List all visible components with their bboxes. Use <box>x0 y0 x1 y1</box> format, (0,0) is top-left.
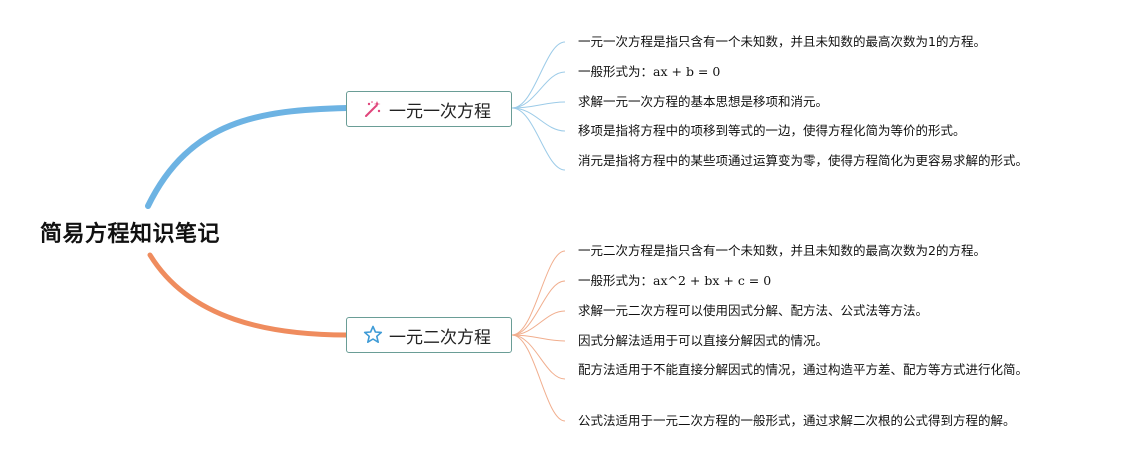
root-connector-1 <box>145 105 350 209</box>
leaf-topic[interactable]: 求解一元二次方程可以使用因式分解、配方法、公式法等方法。 <box>578 303 929 318</box>
leaf-topic[interactable]: 一元二次方程是指只含有一个未知数，并且未知数的最高次数为2的方程。 <box>578 243 986 258</box>
leaf-topic[interactable]: 因式分解法适用于可以直接分解因式的情况。 <box>578 333 829 348</box>
equation-text: ax^2 + bx + c = 0 <box>653 273 772 288</box>
leaf-connector <box>511 334 566 422</box>
branch-topic-quadratic-equation[interactable]: 一元二次方程 <box>346 317 512 353</box>
equation-text: ax + b = 0 <box>653 64 721 79</box>
leaf-connector <box>511 334 566 342</box>
leaf-connector <box>511 310 566 336</box>
branch-topic-linear-equation[interactable]: 一元一次方程 <box>346 91 512 127</box>
leaf-prefix: 一般形式为： <box>578 273 654 288</box>
branch-topic-label: 一元一次方程 <box>389 101 491 122</box>
leaf-prefix: 一般形式为： <box>578 64 654 79</box>
leaf-topic[interactable]: 一般形式为：ax^2 + bx + c = 0 <box>578 272 1068 290</box>
leaf-connector <box>511 280 566 336</box>
leaf-connector <box>511 41 566 109</box>
leaf-topic[interactable]: 公式法适用于一元二次方程的一般形式，通过求解二次根的公式得到方程的解。 <box>578 413 1016 428</box>
leaf-topic[interactable]: 消元是指将方程中的某些项通过运算变为零，使得方程简化为更容易求解的形式。 <box>578 153 1029 168</box>
leaf-connector <box>511 107 566 132</box>
magic-wand-icon <box>363 99 383 119</box>
leaf-connector <box>511 107 566 171</box>
branch-1-leaf-connectors <box>511 41 566 171</box>
leaf-topic[interactable]: 一般形式为：ax + b = 0 <box>578 63 1068 81</box>
leaf-connector <box>511 250 566 336</box>
root-connector-2 <box>147 252 350 338</box>
leaf-topic[interactable]: 求解一元一次方程的基本思想是移项和消元。 <box>578 94 829 109</box>
branch-topic-label: 一元二次方程 <box>389 327 491 348</box>
leaf-connector <box>511 71 566 109</box>
leaf-topic[interactable]: 移项是指将方程中的项移到等式的一边，使得方程化简为等价的形式。 <box>578 123 966 138</box>
root-topic[interactable]: 简易方程知识笔记 <box>40 222 221 247</box>
leaf-connector <box>511 101 566 109</box>
star-icon <box>363 325 383 345</box>
leaf-topic[interactable]: 一元一次方程是指只含有一个未知数，并且未知数的最高次数为1的方程。 <box>578 34 986 49</box>
branch-2-leaf-connectors <box>511 250 566 422</box>
leaf-connector <box>511 334 566 380</box>
leaf-topic[interactable]: 配方法适用于不能直接分解因式的情况，通过构造平方差、配方等方式进行化简。 <box>578 362 1029 377</box>
